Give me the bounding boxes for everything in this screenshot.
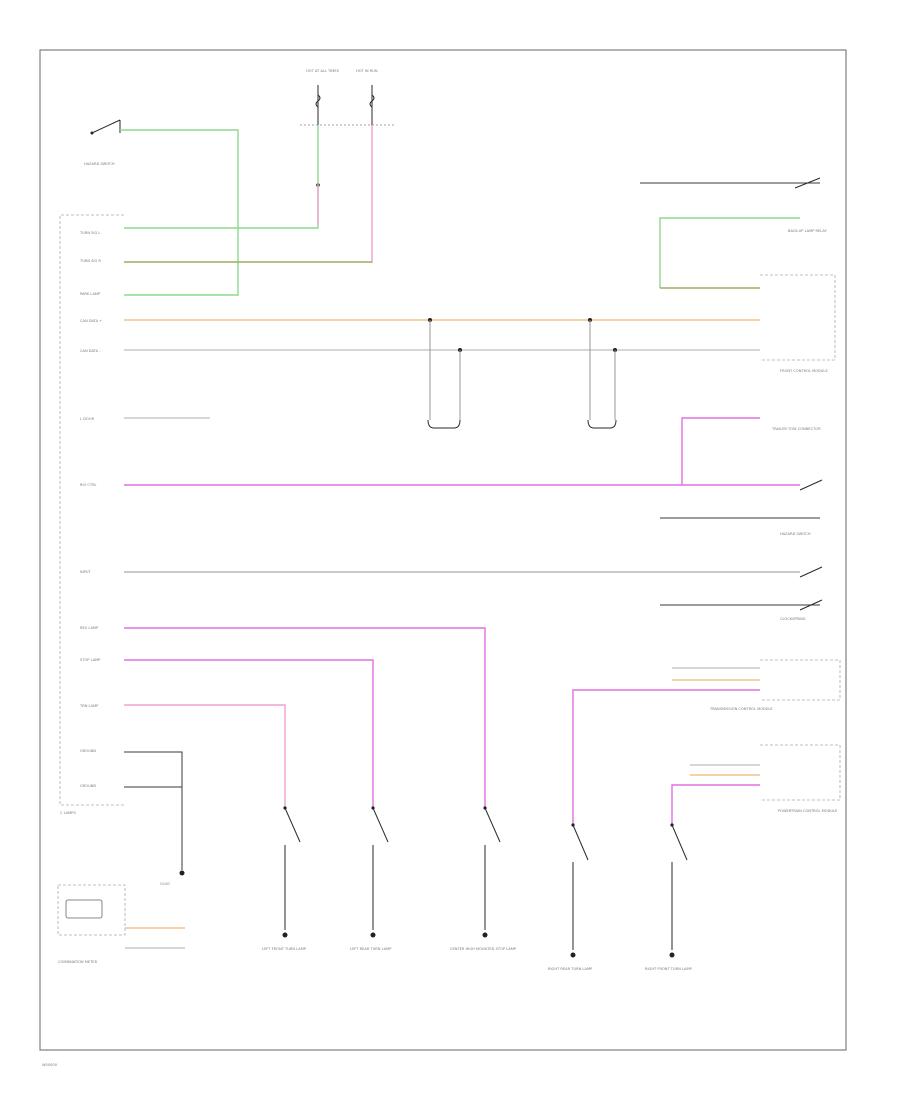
component-label: TRANSMISSION CONTROL MODULE	[709, 707, 773, 711]
bottom-lamps: LEFT FRONT TURN LAMP LEFT REAR TURN LAMP…	[160, 806, 693, 971]
hazard-switch-label: HAZARD SWITCH	[84, 162, 115, 166]
wire-magenta-pcm	[671, 784, 760, 825]
pin-label: PARK LAMP	[80, 292, 101, 296]
ground-label: G100	[160, 882, 170, 886]
top-fuses: HOT AT ALL TIMES HOT IN RUN	[300, 69, 395, 187]
wire-pink-trn	[124, 704, 286, 808]
hazard-switch-top-left: HAZARD SWITCH	[84, 119, 121, 166]
pin-label: TURN SIG R	[79, 259, 101, 263]
fuse-label: HOT AT ALL TIMES	[306, 69, 340, 73]
module-outline	[59, 214, 124, 806]
right-components: BACK-UP LAMP RELAY FRONT CONTROL MODULE …	[709, 177, 841, 813]
component-label: TRAILER TOW CONNECTOR	[771, 427, 821, 431]
wire-magenta-stop	[124, 659, 374, 808]
pin-label: INPUT	[80, 570, 92, 574]
pin-label: CAN DATA +	[80, 319, 102, 323]
lamp-label: LEFT REAR TURN LAMP	[350, 947, 392, 951]
pin-label: TRN LAMP	[79, 704, 99, 708]
component-label: FRONT CONTROL MODULE	[780, 369, 828, 373]
module-label: C LAMPS	[60, 811, 76, 815]
pin-label: RLY CTRL	[80, 483, 97, 487]
wire-magenta-trailer	[681, 417, 760, 485]
wire-green-relay	[659, 217, 800, 288]
component-label: POWERTRAIN CONTROL MODULE	[778, 809, 838, 813]
lamp-label: RIGHT FRONT TURN LAMP	[645, 967, 693, 971]
pin-label: L DOOR	[80, 417, 95, 421]
pin-label: STOP LAMP	[80, 658, 101, 662]
component-label: HAZARD SWITCH	[780, 532, 811, 536]
component-label: BACK-UP LAMP RELAY	[788, 229, 828, 233]
combination-meter: COMBINATION METER	[57, 884, 185, 964]
meter-label: COMBINATION METER	[58, 960, 98, 964]
pin-label: TURN SIG L	[79, 231, 100, 235]
wire-ground	[124, 751, 183, 870]
wires	[120, 125, 820, 870]
lamp-label: LEFT FRONT TURN LAMP	[262, 947, 307, 951]
wire-green-hazard	[120, 129, 239, 296]
lamp-label: RIGHT REAR TURN LAMP	[548, 967, 593, 971]
lamp-label: CENTER HIGH MOUNTED STOP LAMP	[450, 947, 517, 951]
diagram-border	[39, 49, 847, 1051]
pin-label: GROUND	[80, 749, 96, 753]
component-label: CLOCKSPRING	[780, 617, 806, 621]
pin-label: GROUND	[80, 784, 96, 788]
page-code: W00000	[42, 1063, 58, 1067]
fuse-label: HOT IN RUN	[356, 69, 378, 73]
wire-magenta-tcm	[572, 689, 760, 825]
pin-label: REV LAMP	[80, 626, 99, 630]
wire-green-fuse	[124, 125, 319, 229]
pin-label: CAN DATA -	[80, 349, 101, 353]
module-pin-labels: TURN SIG L TURN SIG R PARK LAMP CAN DATA…	[79, 231, 102, 788]
can-splices	[427, 318, 617, 429]
wire-magenta-rev	[124, 627, 486, 808]
